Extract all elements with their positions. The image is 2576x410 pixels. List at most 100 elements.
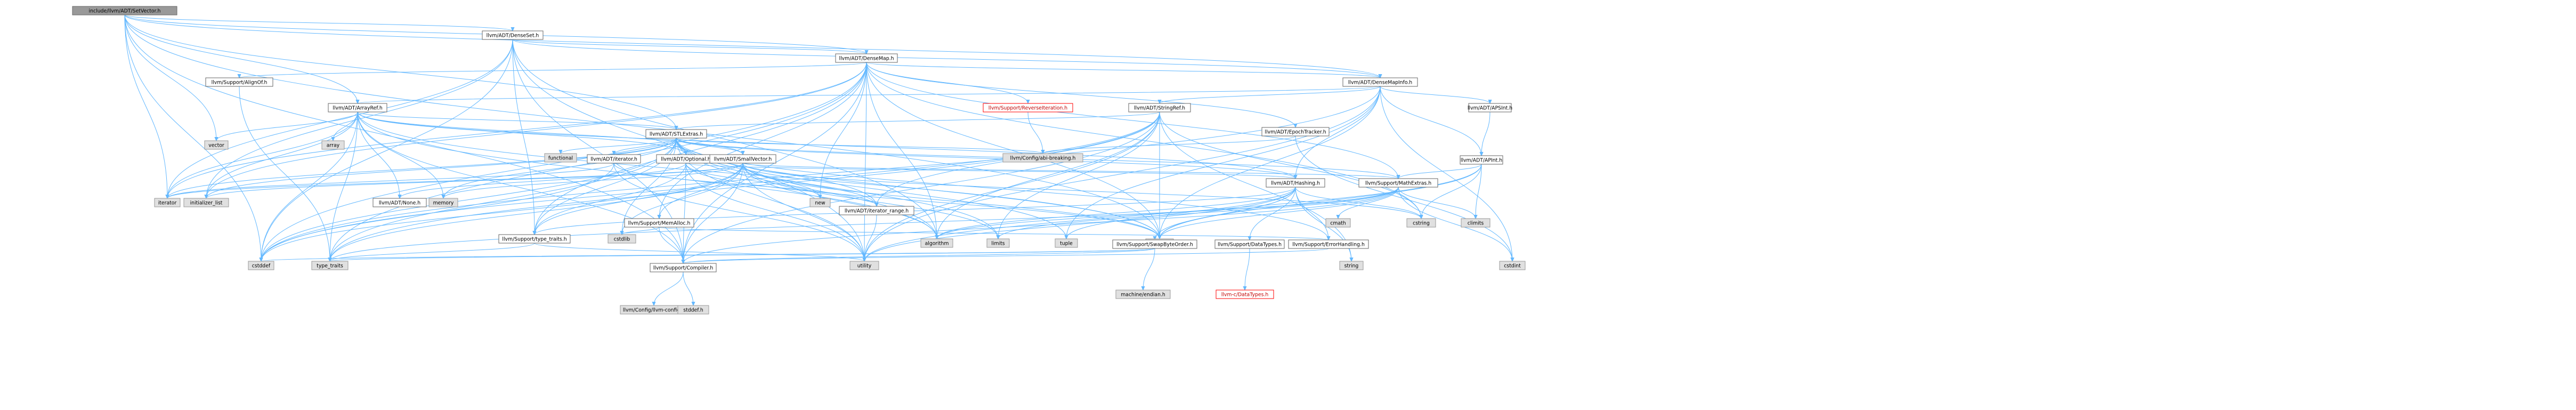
edge-llvm-adt-denseset-h-to-cstddef bbox=[261, 39, 513, 261]
edge-llvm-adt-stringref-h-to-llvm-support-compiler-h bbox=[683, 111, 1160, 263]
node-llvm-adt-epochtracker-h[interactable]: llvm/ADT/EpochTracker.h bbox=[1261, 127, 1330, 136]
node-llvm-adt-densemapinfo-h[interactable]: llvm/ADT/DenseMapInfo.h bbox=[1342, 77, 1418, 87]
node-label: llvm/ADT/None.h bbox=[379, 200, 420, 206]
node-label: cstddef bbox=[252, 263, 271, 269]
node-box bbox=[1216, 290, 1274, 299]
node-llvm-config-abi-breaking-h: llvm/Config/abi-breaking.h bbox=[1002, 153, 1083, 163]
node-box bbox=[709, 154, 776, 164]
node-label: llvm/Config/llvm-config.h bbox=[623, 308, 685, 313]
node-iterator: iterator bbox=[154, 198, 181, 207]
edge-llvm-adt-apint-h-to-cassert bbox=[1160, 164, 1482, 239]
node-llvm-adt-iterator-range-h[interactable]: llvm/ADT/iterator_range.h bbox=[839, 206, 914, 215]
edge-llvm-adt-hashing-h-to-cassert bbox=[1160, 187, 1296, 239]
node-llvm-support-swapbyteorder-h[interactable]: llvm/Support/SwapByteOrder.h bbox=[1112, 239, 1197, 249]
node-type-traits: type_traits bbox=[311, 261, 349, 270]
edge-llvm-support-swapbyteorder-h-to-type-traits bbox=[330, 248, 1155, 261]
node-llvm-adt-optional-h[interactable]: llvm/ADT/Optional.h bbox=[656, 154, 716, 164]
node-label: machine/endian.h bbox=[1121, 292, 1165, 298]
edge-llvm-adt-densemap-h-to-initializer-list bbox=[206, 62, 867, 198]
node-box bbox=[248, 261, 274, 270]
node-label: llvm/ADT/SmallVector.h bbox=[714, 157, 772, 163]
node-label: cstdint bbox=[1504, 263, 1521, 269]
node-box bbox=[321, 140, 345, 150]
node-box bbox=[482, 30, 544, 40]
node-llvm-support-type-traits-h[interactable]: llvm/Support/type_traits.h bbox=[498, 234, 571, 244]
node-llvm-support-errorhandling-h[interactable]: llvm/Support/ErrorHandling.h bbox=[1288, 239, 1369, 249]
edge-llvm-adt-densemap-h-to-utility bbox=[864, 62, 867, 261]
node-limits: limits bbox=[986, 238, 1010, 248]
edge-llvm-support-mathextras-h-to-llvm-support-compiler-h bbox=[683, 187, 1399, 263]
node-box bbox=[677, 305, 709, 315]
node-llvm-support-mathextras-h[interactable]: llvm/Support/MathExtras.h bbox=[1358, 178, 1438, 188]
node-llvm-support-alignof-h[interactable]: llvm/Support/AlignOf.h bbox=[205, 77, 273, 87]
node-llvm-adt-smallvector-h[interactable]: llvm/ADT/SmallVector.h bbox=[709, 154, 776, 164]
node-box bbox=[204, 140, 229, 150]
edge-include-llvm-adt-setvector-h-to-cassert bbox=[124, 14, 1160, 239]
node-llvm-adt-arrayref-h[interactable]: llvm/ADT/ArrayRef.h bbox=[328, 103, 387, 112]
edge-llvm-adt-stlextras-h-to-llvm-adt-iterator-range-h bbox=[676, 138, 877, 206]
node-box bbox=[1288, 239, 1369, 249]
edge-llvm-adt-smallvector-h-to-limits bbox=[742, 163, 998, 239]
node-label: algorithm bbox=[925, 241, 949, 247]
node-box bbox=[1406, 218, 1436, 228]
node-llvm-adt-hashing-h[interactable]: llvm/ADT/Hashing.h bbox=[1266, 178, 1325, 188]
node-label: llvm/ADT/DenseMapInfo.h bbox=[1348, 80, 1413, 86]
node-box bbox=[1214, 239, 1285, 249]
node-llvm-adt-densemap-h[interactable]: llvm/ADT/DenseMap.h bbox=[835, 53, 898, 63]
node-label: stddef.h bbox=[683, 308, 703, 313]
node-llvm-support-memalloc-h[interactable]: llvm/Support/MemAlloc.h bbox=[624, 218, 694, 228]
node-climits: climits bbox=[1461, 218, 1490, 228]
node-box bbox=[645, 129, 707, 139]
edge-llvm-support-mathextras-h-to-cassert bbox=[1160, 187, 1399, 239]
node-label: iterator bbox=[158, 200, 177, 206]
edge-llvm-adt-hashing-h-to-tuple bbox=[1066, 187, 1296, 239]
edge-llvm-adt-densemapinfo-h-to-utility bbox=[864, 86, 1381, 261]
edge-include-llvm-adt-setvector-h-to-llvm-adt-arrayref-h bbox=[124, 14, 358, 103]
node-llvm-adt-stringref-h[interactable]: llvm/ADT/StringRef.h bbox=[1128, 103, 1191, 112]
edge-llvm-support-mathextras-h-to-cmath bbox=[1338, 187, 1399, 219]
edge-llvm-adt-densemap-h-to-llvm-support-mathextras-h bbox=[866, 62, 1398, 179]
edge-llvm-adt-denseset-h-to-llvm-adt-densemapinfo-h bbox=[512, 39, 1380, 78]
edge-include-llvm-adt-setvector-h-to-llvm-adt-denseset-h bbox=[124, 14, 513, 31]
node-label: llvm/ADT/EpochTracker.h bbox=[1265, 130, 1326, 135]
edge-include-llvm-adt-setvector-h-to-llvm-adt-densemapinfo-h bbox=[124, 14, 1380, 78]
node-box bbox=[1261, 127, 1330, 136]
edge-llvm-adt-smallvector-h-to-cstring bbox=[742, 163, 1421, 219]
node-llvm-support-compiler-h[interactable]: llvm/Support/Compiler.h bbox=[650, 263, 717, 272]
node-llvm-adt-iterator-h[interactable]: llvm/ADT/iterator.h bbox=[587, 154, 641, 164]
edge-llvm-adt-smallvector-h-to-iterator bbox=[167, 163, 743, 198]
edge-llvm-adt-stringref-h-to-type-traits bbox=[330, 111, 1160, 261]
node-label: llvm/Support/SwapByteOrder.h bbox=[1116, 242, 1193, 248]
edge-llvm-adt-arrayref-h-to-memory bbox=[357, 111, 443, 198]
node-label: tuple bbox=[1060, 241, 1073, 247]
node-llvm-adt-apsint-h[interactable]: llvm/ADT/APSInt.h bbox=[1468, 103, 1512, 112]
edge-include-llvm-adt-setvector-h-to-llvm-support-compiler-h bbox=[124, 14, 683, 263]
node-utility: utility bbox=[849, 261, 879, 270]
edge-llvm-adt-denseset-h-to-utility bbox=[512, 39, 864, 261]
edge-include-llvm-adt-setvector-h-to-vector bbox=[124, 14, 216, 141]
node-box bbox=[1358, 178, 1438, 188]
edge-llvm-adt-densemap-h-to-llvm-support-memalloc-h bbox=[659, 62, 867, 219]
node-llvm-adt-apint-h[interactable]: llvm/ADT/APInt.h bbox=[1460, 155, 1503, 165]
edge-llvm-support-swapbyteorder-h-to-machine-endian-h bbox=[1143, 248, 1155, 290]
node-box bbox=[809, 198, 831, 207]
node-llvm-adt-none-h[interactable]: llvm/ADT/None.h bbox=[372, 198, 427, 207]
edge-llvm-adt-arrayref-h-to-llvm-adt-stlextras-h bbox=[357, 111, 676, 130]
node-llvm-support-datatypes-h[interactable]: llvm/Support/DataTypes.h bbox=[1214, 239, 1285, 249]
node-box bbox=[986, 238, 1010, 248]
edge-llvm-adt-densemap-h-to-llvm-adt-epochtracker-h bbox=[866, 62, 1295, 127]
node-include-llvm-adt-setvector-h[interactable]: include/llvm/ADT/SetVector.h bbox=[72, 6, 177, 15]
node-label: llvm/ADT/DenseSet.h bbox=[487, 33, 539, 39]
edge-llvm-adt-arrayref-h-to-llvm-adt-none-h bbox=[357, 111, 400, 198]
node-box bbox=[311, 261, 349, 270]
node-cmath: cmath bbox=[1325, 218, 1351, 228]
node-label: utility bbox=[857, 263, 872, 269]
edge-llvm-support-errorhandling-h-to-llvm-support-compiler-h bbox=[683, 248, 1329, 263]
node-llvm-adt-denseset-h[interactable]: llvm/ADT/DenseSet.h bbox=[482, 30, 544, 40]
node-label: climits bbox=[1468, 221, 1484, 227]
node-label: llvm/Support/Compiler.h bbox=[653, 266, 714, 271]
node-functional: functional bbox=[544, 153, 577, 163]
edge-llvm-adt-iterator-h-to-iterator bbox=[167, 163, 614, 198]
node-llvm-adt-stlextras-h[interactable]: llvm/ADT/STLExtras.h bbox=[645, 129, 707, 139]
edge-llvm-adt-densemapinfo-h-to-cassert bbox=[1160, 86, 1381, 239]
